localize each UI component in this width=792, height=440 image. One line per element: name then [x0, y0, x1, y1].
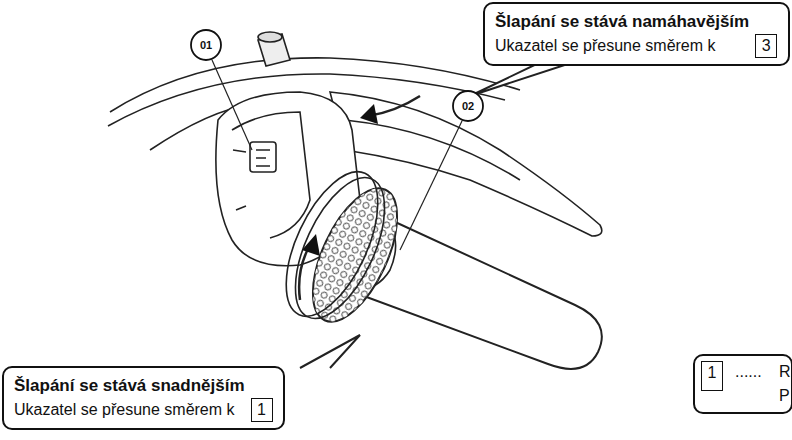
position-number-box: 3	[755, 34, 777, 58]
position-number: 1	[702, 362, 722, 384]
position-number-box: 1	[701, 361, 723, 391]
callout-box: Šlapání se stává snadnějšímUkazatel se p…	[2, 366, 285, 430]
callout-number: 01	[200, 39, 212, 51]
callout-text: Ukazatel se přesune směrem k	[14, 398, 273, 422]
position-number: 1	[252, 399, 272, 421]
callout-number: 02	[462, 100, 474, 112]
callout-text: R P	[779, 360, 789, 408]
callout-heading: ......	[735, 360, 762, 384]
position-number: 3	[756, 35, 776, 57]
callout-heading: Šlapání se stává namáhavějším	[495, 10, 778, 34]
callout-heading: Šlapání se stává snadnějším	[14, 374, 273, 398]
callout-box: ...... R P 1	[693, 354, 792, 414]
callout-box: Šlapání se stává namáhavějšímUkazatel se…	[483, 2, 790, 66]
callout-text: Ukazatel se přesune směrem k	[495, 34, 778, 58]
position-number-box: 1	[251, 398, 273, 422]
